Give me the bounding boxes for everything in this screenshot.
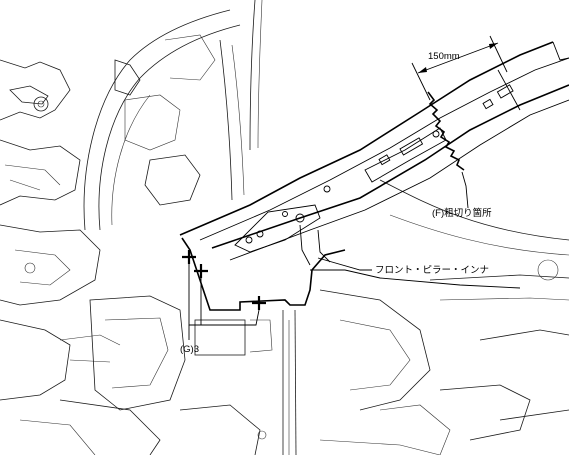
weld-marks bbox=[182, 250, 266, 310]
rough-cut-line bbox=[427, 91, 465, 171]
cross-weld-mark-icon bbox=[194, 264, 208, 278]
cross-weld-mark-icon bbox=[252, 296, 266, 310]
dimension-150mm: 150mm bbox=[411, 35, 508, 101]
part-name-leader bbox=[317, 257, 372, 271]
cross-weld-mark-icon bbox=[182, 250, 196, 264]
weld-callout-leader bbox=[188, 264, 260, 340]
rough-cut-label: (F)粗切り箇所 bbox=[432, 207, 492, 219]
front-pillar-inner bbox=[179, 41, 569, 311]
weld-callout-label: (G)3 bbox=[180, 344, 199, 355]
part-name-label: フロント・ピラー・インナ bbox=[375, 265, 489, 276]
rough-cut-leader bbox=[461, 171, 469, 209]
dimension-label: 150mm bbox=[428, 51, 460, 62]
